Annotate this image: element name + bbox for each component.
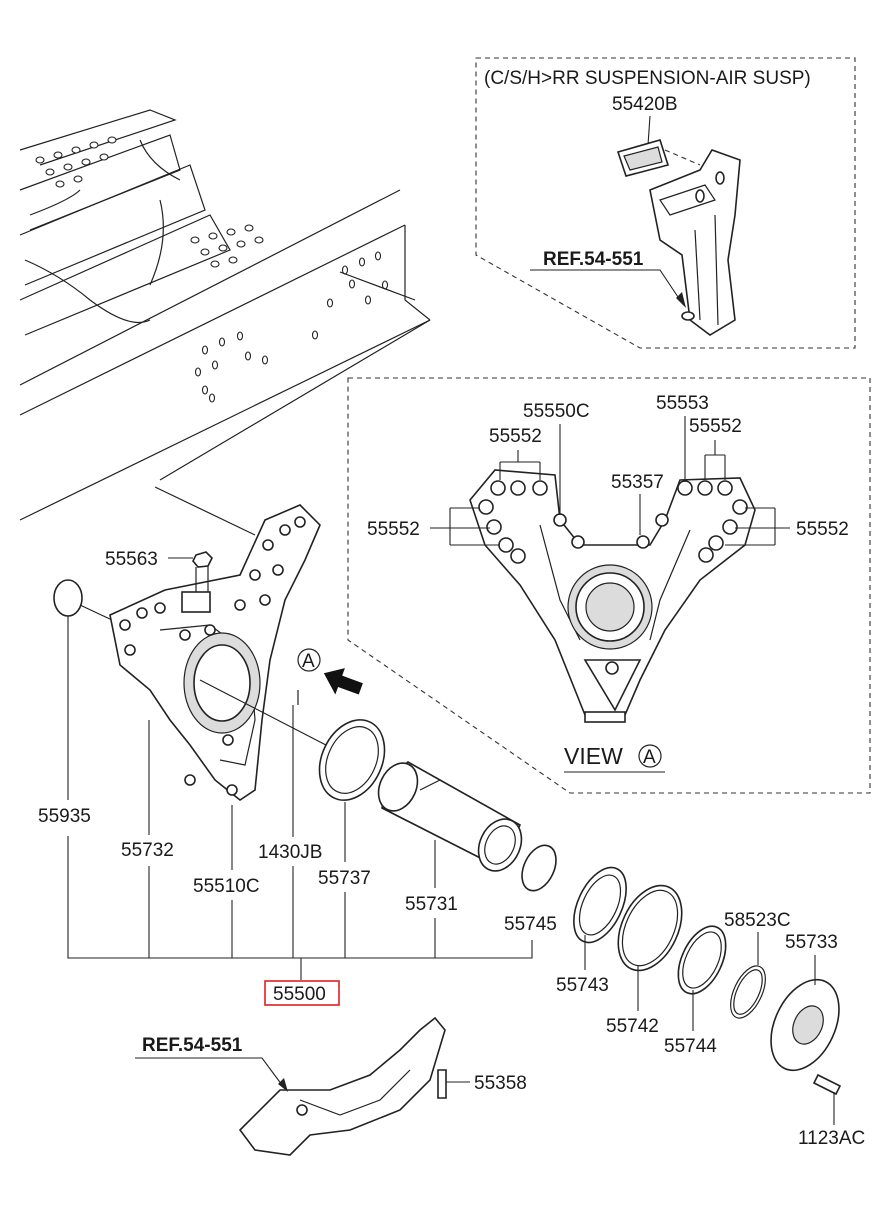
label-58523C: 58523C [724,910,791,931]
view-title: VIEW [564,743,623,769]
cover-55733 [770,978,840,1072]
view-a-bolts [478,480,748,564]
sleeve-55731 [377,761,523,872]
label-55731: 55731 [405,894,458,915]
view-a-inset: 55550C 55553 55552 55552 55357 55552 555… [347,377,871,794]
label-55552-top-right: 55552 [689,416,742,437]
oring-55745 [521,844,557,892]
ref-label-top: REF.54-551 [543,249,644,270]
label-55743: 55743 [556,975,609,996]
chassis-frame-illustration [19,109,431,521]
plate-55743 [573,866,627,944]
label-55510C: 55510C [193,876,260,897]
label-55732: 55732 [121,840,174,861]
bolt-1123AC [812,1073,842,1125]
main-carrier-assembly [53,486,356,801]
label-55935: 55935 [38,806,91,827]
label-55742: 55742 [606,1016,659,1037]
air-suspension-inset: (C/S/H>RR SUSPENSION-AIR SUSP) 55420B RE… [475,57,856,349]
label-55550C: 55550C [523,401,590,422]
ref-label-bottom: REF.54-551 [142,1035,243,1056]
plate-55742 [617,884,683,972]
air-spring-bracket [649,149,741,336]
label-55553: 55553 [656,393,709,414]
label-55744: 55744 [664,1036,717,1057]
view-a-arrow: A [297,648,363,695]
label-55552-top-left: 55552 [489,426,542,447]
label-55552-left: 55552 [367,519,420,540]
label-55745: 55745 [504,914,557,935]
cap-55935 [53,579,83,617]
air-susp-caption: (C/S/H>RR SUSPENSION-AIR SUSP) [484,68,811,89]
label-1123AC: 1123AC [798,1128,865,1149]
label-55500: 55500 [273,984,326,1005]
highlight-box-55500 [264,980,340,1006]
label-55358: 55358 [474,1073,527,1094]
label-55420B: 55420B [612,94,678,115]
view-a-bracket [469,469,756,723]
snap-ring-58523C [730,965,766,1019]
label-55737: 55737 [318,868,371,889]
label-55733: 55733 [785,932,838,953]
label-55563: 55563 [105,549,158,570]
label-1430JB: 1430JB [258,842,322,863]
view-arrow-marker: A [302,651,315,672]
bracket-55420B [616,139,670,177]
plate-55744 [677,925,727,995]
seal-ring-55737 [318,719,386,801]
view-marker: A [643,747,656,768]
label-55552-right: 55552 [796,519,849,540]
crossmember-ref [238,1016,470,1156]
label-55357: 55357 [611,472,664,493]
